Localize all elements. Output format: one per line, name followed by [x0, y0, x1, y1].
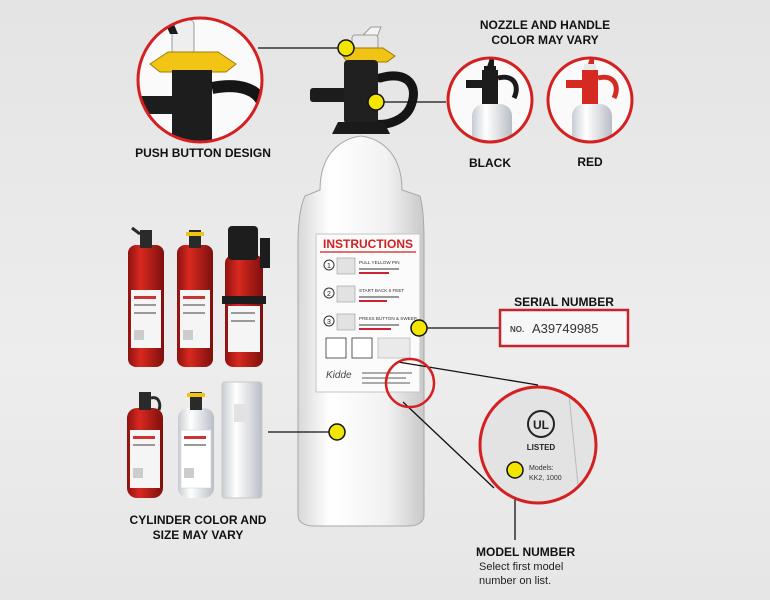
red-nozzle-detail — [546, 56, 634, 144]
ul-label-detail: UL LISTED Models: KK2, 1000 — [478, 385, 598, 505]
small-extinguisher-red-1 — [128, 226, 164, 367]
serial-number-label: SERIAL NUMBER — [514, 295, 614, 309]
ul-models-value: KK2, 1000 — [529, 475, 562, 482]
serial-value: A39749985 — [532, 321, 599, 336]
ul-mark: UL — [533, 418, 549, 432]
step-3-number: 3 — [327, 319, 331, 326]
step-1-number: 1 — [327, 263, 331, 270]
marker-serial — [410, 319, 428, 337]
small-extinguisher-red-4 — [127, 392, 163, 498]
push-button-detail — [136, 16, 264, 144]
step-2-text: START BACK 6 FEET — [359, 288, 404, 293]
step-3-text: PRESS BUTTON & SWEEP — [359, 316, 417, 321]
small-extinguisher-white — [178, 392, 214, 498]
red-label: RED — [577, 155, 603, 169]
callout-markers — [328, 39, 524, 479]
serial-prefix: NO. — [510, 325, 524, 334]
marker-cylinder — [328, 423, 346, 441]
instructions-title: INSTRUCTIONS — [323, 237, 413, 251]
marker-nozzle — [367, 93, 385, 111]
marker-push-button — [337, 39, 355, 57]
black-nozzle-detail — [446, 56, 534, 144]
cylinder-vary-line-2: SIZE MAY VARY — [152, 528, 244, 542]
small-extinguisher-red-3 — [222, 226, 270, 367]
marker-model — [506, 461, 524, 479]
ul-listed: LISTED — [527, 443, 556, 452]
serial-number-tag: NO. A39749985 — [498, 308, 630, 348]
small-extinguisher-red-2 — [177, 230, 213, 367]
instruction-step-2: 2 START BACK 6 FEET — [323, 285, 404, 303]
nozzle-vary-line-2: COLOR MAY VARY — [491, 33, 599, 47]
model-note-line-1: Select first model — [479, 561, 564, 573]
callout-lines — [258, 47, 539, 540]
instruction-step-3: 3 PRESS BUTTON & SWEEP — [323, 313, 417, 331]
magnifier-ring — [384, 357, 436, 409]
ul-models-label: Models: — [529, 465, 554, 472]
push-button-label: PUSH BUTTON DESIGN — [135, 146, 271, 160]
model-note-line-2: number on list. — [479, 575, 552, 587]
nozzle-vary-label: NOZZLE AND HANDLE COLOR MAY VARY — [470, 18, 620, 48]
nozzle-vary-line-1: NOZZLE AND HANDLE — [479, 18, 611, 32]
instruction-step-1: 1 PULL YELLOW PIN — [323, 257, 400, 275]
small-extinguisher-tube — [221, 381, 263, 499]
main-extinguisher: INSTRUCTIONS 1 PULL YELLOW PIN 2 START B… — [297, 26, 425, 527]
step-2-number: 2 — [327, 291, 331, 298]
model-number-note: Select first model number on list. — [479, 560, 609, 588]
model-number-label: MODEL NUMBER — [476, 545, 576, 559]
black-label: BLACK — [469, 156, 511, 170]
step-1-text: PULL YELLOW PIN — [359, 260, 400, 265]
cylinder-vary-line-1: CYLINDER COLOR AND — [129, 513, 267, 527]
cylinder-vary-label: CYLINDER COLOR AND SIZE MAY VARY — [118, 513, 278, 543]
brand-logo: Kidde — [326, 370, 352, 381]
